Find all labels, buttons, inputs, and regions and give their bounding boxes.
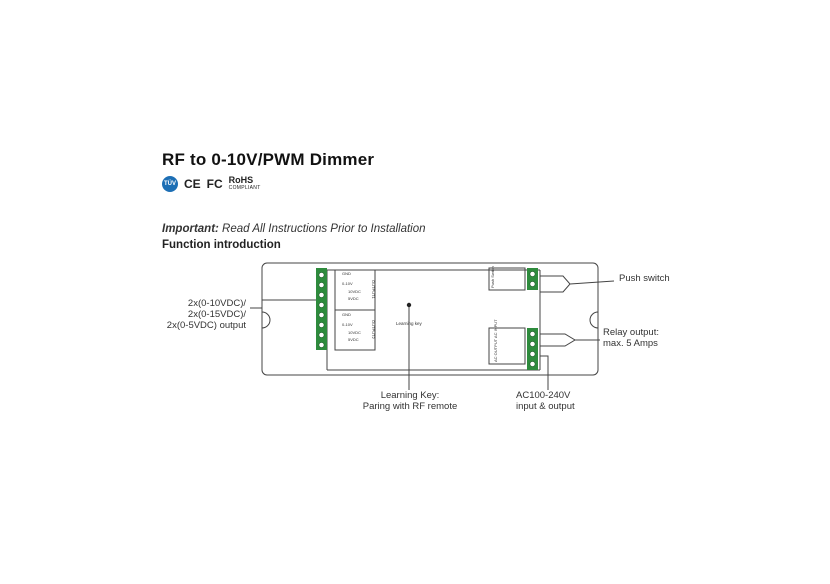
ac-line-2: input & output (516, 401, 575, 412)
terminal-block-left (316, 268, 327, 350)
learning-key-callout: Learning Key: Paring with RF remote (350, 390, 470, 412)
output2-label: OUTPUT2 (371, 320, 376, 339)
important-text: Read All Instructions Prior to Installat… (218, 223, 426, 235)
term-gnd-2: GND (342, 312, 351, 317)
push-switch-box (488, 267, 526, 291)
output2-box (334, 309, 376, 351)
output-callout-line (250, 299, 316, 309)
learning-line-2: Paring with RF remote (362, 401, 458, 412)
term-5vdc-1: 5VDC (348, 296, 359, 301)
ce-mark-icon: CE (184, 177, 201, 191)
terminal-block-ac (527, 328, 538, 370)
term-10vdc-2: 10VDC (348, 330, 361, 335)
term-010-1: 0-10V (342, 281, 353, 286)
relay-callout-line (540, 333, 576, 347)
push-switch-callout: Push switch (619, 273, 670, 284)
learning-key-small-label: Learning key (396, 321, 423, 326)
learning-key-button-icon (406, 302, 412, 308)
relay-line-1: Relay output: (603, 327, 659, 338)
fcc-mark-icon: FC (206, 177, 223, 191)
important-notice: Important: Read All Instructions Prior t… (162, 223, 426, 235)
output-line-3: 2x(0-5VDC) output (166, 320, 246, 331)
tuv-logo-icon: TÜV (162, 176, 178, 192)
mount-right (589, 311, 599, 329)
important-label: Important: (162, 223, 219, 235)
output1-label: OUTPUT1 (371, 280, 376, 299)
ac-box-label: AC OUTPUT AC INPUT (493, 319, 498, 362)
ac-line-1: AC100-240V (516, 390, 571, 401)
term-gnd-1: GND (342, 271, 351, 276)
output-callout: 2x(0-10VDC)/ 2x(0-15VDC)/ 2x(0-5VDC) out… (150, 298, 246, 331)
ac-box (488, 327, 526, 365)
terminal-block-push (527, 268, 538, 290)
section-title: Function introduction (162, 239, 281, 251)
push-box-label: Push Switch (490, 266, 495, 288)
output-line-1: 2x(0-10VDC)/ (187, 298, 246, 309)
ac-callout-line (540, 355, 549, 390)
page-title: RF to 0-10V/PWM Dimmer (162, 150, 375, 169)
term-010-2: 0-10V (342, 322, 353, 327)
term-5vdc-2: 5VDC (348, 337, 359, 342)
output-line-2: 2x(0-15VDC)/ (187, 309, 246, 320)
relay-callout: Relay output: max. 5 Amps (603, 327, 659, 349)
learning-line-1: Learning Key: (380, 390, 440, 401)
relay-line-2: max. 5 Amps (603, 338, 658, 349)
mount-left (261, 311, 271, 329)
ac-callout: AC100-240V input & output (516, 390, 575, 412)
push-callout-line (540, 275, 571, 293)
term-10vdc-1: 10VDC (348, 289, 361, 294)
